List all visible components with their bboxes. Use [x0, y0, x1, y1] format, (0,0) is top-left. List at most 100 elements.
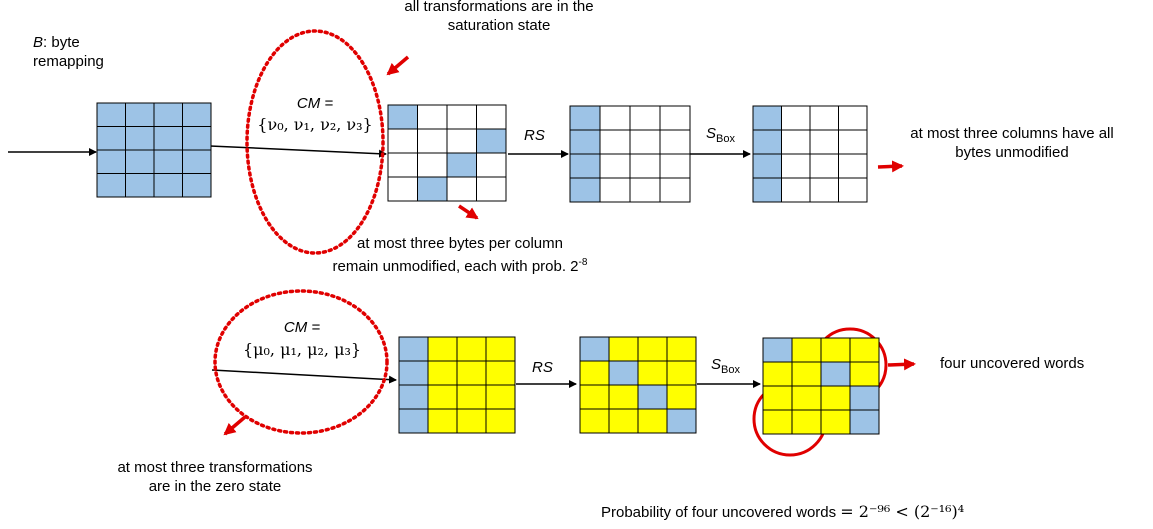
- rs-label-bottom: RS: [532, 359, 553, 376]
- grid-cell: [666, 336, 697, 362]
- grid-cell: [417, 152, 448, 178]
- grid-cell: [781, 177, 811, 203]
- grid-cell: [456, 408, 487, 434]
- grid-cell: [762, 409, 793, 435]
- grid-cell: [752, 105, 782, 131]
- grid-cell: [417, 176, 448, 202]
- probability-text: Probability of four uncovered words: [601, 504, 837, 521]
- grid-cell: [666, 360, 697, 386]
- b-label-rest: : byte: [43, 34, 80, 51]
- grid-cell: [637, 408, 668, 434]
- grid-cell: [809, 129, 839, 155]
- grid-cell: [629, 153, 661, 179]
- grid-cell: [599, 153, 631, 179]
- grid-cell: [153, 173, 183, 198]
- grid-cell: [849, 409, 880, 435]
- grid-cell: [387, 152, 418, 178]
- columns-annotation-line2: bytes unmodified: [955, 144, 1069, 161]
- cm-set-top: {ν₀, ν₁, ν₂, ν₃}: [257, 115, 373, 134]
- bytes-annotation-line1: at most three bytes per column: [357, 235, 563, 252]
- grid-cell: [125, 126, 155, 151]
- grid-cell: [153, 126, 183, 151]
- grid-cell: [125, 173, 155, 198]
- sbox-sub-top: Box: [716, 133, 735, 145]
- grid-cell: [637, 360, 668, 386]
- grid-cell: [781, 153, 811, 179]
- after-sbox-grid: [752, 105, 868, 203]
- grid-cell: [153, 102, 183, 127]
- grid-cell: [838, 153, 868, 179]
- zero-state-annotation: at most three transformations are in the…: [70, 458, 360, 496]
- grid-cell: [387, 176, 418, 202]
- grid-cell: [569, 129, 601, 155]
- b-label-line2: remapping: [33, 53, 104, 70]
- grid-cell: [781, 129, 811, 155]
- grid-cell: [659, 153, 691, 179]
- grid-cell: [659, 177, 691, 203]
- cm-ellipse-top: [245, 29, 385, 255]
- zero-state-pointer-arrow: [223, 415, 247, 436]
- grid-cell: [608, 408, 639, 434]
- grid-cell: [446, 176, 477, 202]
- bytes-annotation: at most three bytes per column remain un…: [260, 234, 660, 276]
- grid-cell: [579, 360, 610, 386]
- grid-cell: [608, 384, 639, 410]
- grid-cell: [820, 337, 851, 363]
- grid-cell: [637, 336, 668, 362]
- grid-cell: [791, 385, 822, 411]
- grid-cell: [427, 408, 458, 434]
- grid-cell: [629, 129, 661, 155]
- cm-arrow-bottom: [211, 369, 397, 384]
- grid-cell: [417, 128, 448, 154]
- grid-cell: [387, 104, 418, 130]
- columns-annotation: at most three columns have all bytes unm…: [872, 124, 1152, 162]
- grid-cell: [153, 149, 183, 174]
- grids-layer: [96, 102, 880, 435]
- after-sbox-yellow-grid: [762, 337, 880, 435]
- grid-cell: [637, 384, 668, 410]
- grid-cell: [762, 337, 793, 363]
- grid-cell: [629, 177, 661, 203]
- grid-cell: [96, 173, 126, 198]
- grid-cell: [666, 408, 697, 434]
- grid-cell: [476, 176, 507, 202]
- grid-cell: [579, 336, 610, 362]
- rs-label-top: RS: [524, 127, 545, 144]
- saturation-annotation: all transformations are in the saturatio…: [360, 0, 638, 35]
- grid-cell: [182, 102, 212, 127]
- grid-cell: [599, 177, 631, 203]
- grid-cell: [456, 336, 487, 362]
- probability-formula: = 2⁻⁹⁶ < (2⁻¹⁶)⁴: [840, 502, 965, 521]
- saturation-annotation-line2: saturation state: [447, 17, 551, 34]
- grid-cell: [666, 384, 697, 410]
- grid-cell: [427, 384, 458, 410]
- sbox-s-bottom: S: [711, 356, 722, 373]
- grid-cell: [849, 337, 880, 363]
- bytes-annotation-exp: -8: [578, 257, 588, 268]
- grid-cell: [752, 129, 782, 155]
- grid-cell: [96, 126, 126, 151]
- grid-cell: [476, 128, 507, 154]
- grid-cell: [579, 408, 610, 434]
- grid-cell: [182, 149, 212, 174]
- grid-cell: [125, 102, 155, 127]
- grid-cell: [398, 408, 429, 434]
- sbox-s-top: S: [706, 125, 717, 142]
- grid-cell: [608, 360, 639, 386]
- grid-cell: [659, 129, 691, 155]
- grid-cell: [96, 102, 126, 127]
- grid-cell: [849, 361, 880, 387]
- zero-state-annotation-line1: at most three transformations: [117, 459, 313, 476]
- grid-cell: [446, 152, 477, 178]
- grid-cell: [809, 153, 839, 179]
- grid-cell: [791, 337, 822, 363]
- grid-cell: [838, 177, 868, 203]
- sbox-label-bottom: SBox: [711, 355, 740, 380]
- columns-pointer-arrow: [877, 160, 904, 173]
- grid-cell: [485, 384, 516, 410]
- grid-cell: [125, 149, 155, 174]
- zero-state-annotation-line2: are in the zero state: [148, 478, 282, 495]
- cm-label-top: CM =: [296, 95, 334, 112]
- cm-ellipse-bottom: [213, 289, 389, 435]
